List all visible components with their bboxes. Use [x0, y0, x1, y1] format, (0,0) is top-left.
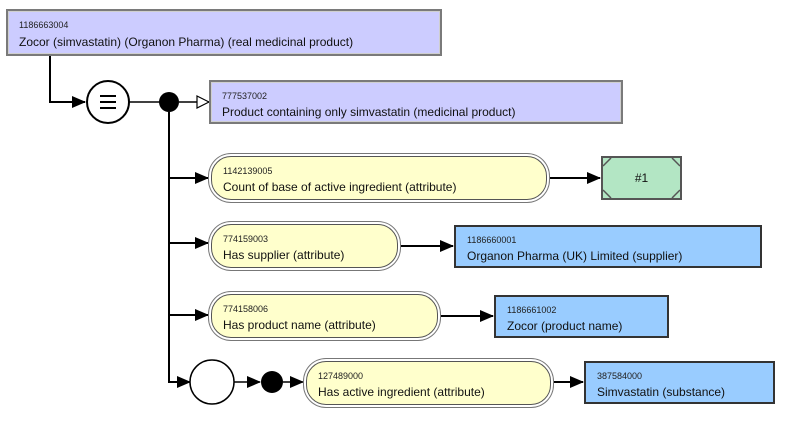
attribute-box-count-of-base[interactable]: 1142139005 Count of base of active ingre…	[211, 156, 547, 200]
value-concept-sctid: 387584000	[597, 371, 643, 381]
parent-concept-label: Product containing only simvastatin (med…	[222, 105, 516, 119]
attribute-label: Count of base of active ingredient (attr…	[223, 180, 457, 194]
conjunction-dot	[159, 92, 179, 112]
value-concept-sctid: 1186660001	[467, 235, 517, 245]
value-concept-box-substance[interactable]: 387584000 Simvastatin (substance)	[584, 361, 775, 404]
focus-concept-sctid: 1186663004	[19, 20, 69, 30]
edge-focus-to-definition	[49, 56, 86, 108]
concrete-corner-marks	[603, 158, 680, 198]
attribute-sctid: 1142139005	[223, 166, 273, 176]
value-concept-box-product-name[interactable]: 1186661002 Zocor (product name)	[494, 295, 669, 338]
value-concept-box-supplier[interactable]: 1186660001 Organon Pharma (UK) Limited (…	[454, 225, 762, 268]
parent-concept-box[interactable]: 777537002 Product containing only simvas…	[209, 80, 623, 124]
role-group-circle	[189, 359, 235, 405]
attribute-label: Has active ingredient (attribute)	[318, 385, 485, 399]
focus-concept-box[interactable]: 1186663004 Zocor (simvastatin) (Organon …	[6, 9, 442, 56]
concrete-value-box[interactable]: #1	[601, 156, 682, 200]
attribute-box-has-active-ingredient[interactable]: 127489000 Has active ingredient (attribu…	[306, 361, 551, 405]
attribute-label: Has product name (attribute)	[223, 318, 376, 332]
attribute-label: Has supplier (attribute)	[223, 248, 345, 262]
attribute-sctid: 774158006	[223, 304, 269, 314]
equivalence-icon	[100, 95, 116, 109]
concrete-value-label: #1	[634, 171, 649, 185]
attribute-sctid: 774159003	[223, 234, 269, 244]
value-concept-label: Zocor (product name)	[507, 319, 623, 333]
value-concept-label: Simvastatin (substance)	[597, 385, 726, 399]
value-concept-sctid: 1186661002	[507, 305, 557, 315]
attribute-box-has-supplier[interactable]: 774159003 Has supplier (attribute)	[211, 224, 398, 268]
parent-concept-sctid: 777537002	[222, 91, 268, 101]
attribute-sctid: 127489000	[318, 371, 364, 381]
value-concept-label: Organon Pharma (UK) Limited (supplier)	[467, 249, 683, 263]
role-group-conjunction-dot	[261, 371, 283, 393]
attribute-box-has-product-name[interactable]: 774158006 Has product name (attribute)	[211, 294, 438, 338]
focus-concept-label: Zocor (simvastatin) (Organon Pharma) (re…	[19, 35, 354, 49]
